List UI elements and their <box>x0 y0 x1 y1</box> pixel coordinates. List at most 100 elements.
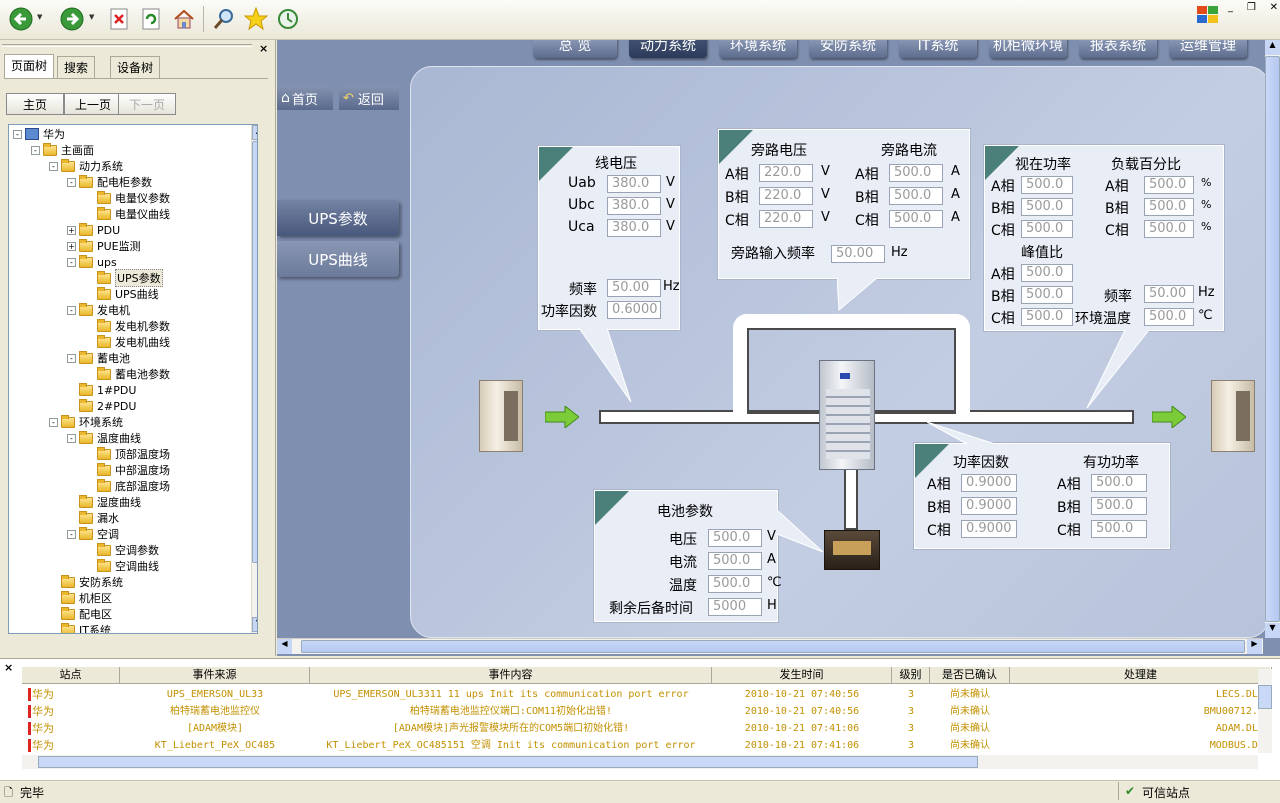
tree-expand-icon[interactable]: - <box>67 305 76 315</box>
home-button[interactable]: ⌂首页 <box>277 86 333 110</box>
home-page-button[interactable]: 主页 <box>6 93 64 115</box>
tree-item[interactable]: -发电机 <box>67 302 130 318</box>
tree-item[interactable]: 发电机曲线 <box>85 334 170 350</box>
search-icon[interactable] <box>211 6 237 32</box>
nav-tab[interactable]: IT系统 <box>899 40 977 58</box>
nav-tab[interactable]: 运维管理 <box>1169 40 1247 58</box>
tree-item[interactable]: -华为 <box>13 126 65 142</box>
tree-item[interactable]: 1#PDU <box>67 382 136 398</box>
tree-expand-icon[interactable]: - <box>67 529 76 539</box>
tree-item-label: 配电区 <box>79 608 112 621</box>
nav-tab[interactable]: 安防系统 <box>809 40 887 58</box>
nav-tab[interactable]: 动力系统 <box>629 40 707 58</box>
tree-expand-icon[interactable]: - <box>67 353 76 363</box>
tree-item[interactable]: -ups <box>67 254 117 270</box>
event-cell: 尚未确认 <box>950 706 990 717</box>
tree-item-label: 动力系统 <box>79 160 123 173</box>
tree-expand-icon[interactable]: + <box>67 241 76 251</box>
tree-item[interactable]: 空调参数 <box>85 542 159 558</box>
tree-item[interactable]: 配电区 <box>49 606 112 622</box>
tree-item[interactable]: 电量仪曲线 <box>85 206 170 222</box>
tree-item[interactable]: 发电机参数 <box>85 318 170 334</box>
tree-item[interactable]: 顶部温度场 <box>85 446 170 462</box>
close-icon[interactable]: ✕ <box>1269 2 1278 13</box>
event-column-header[interactable]: 事件内容 <box>310 667 712 684</box>
event-row[interactable]: 华为柏特瑞蓄电池监控仪柏特瑞蓄电池监控仪端口:COM11初始化出错!2010-1… <box>22 703 1270 720</box>
nav-tab[interactable]: 环境系统 <box>719 40 797 58</box>
tree-item[interactable]: 电量仪参数 <box>85 190 170 206</box>
tree-item-label: 空调 <box>97 528 119 541</box>
tree-expand-icon[interactable]: - <box>49 161 58 171</box>
event-column-header[interactable]: 事件来源 <box>120 667 310 684</box>
events-vscrollbar[interactable] <box>1258 669 1272 753</box>
tree-expand-icon[interactable]: + <box>67 225 76 235</box>
main-vscrollbar[interactable]: ▲ ▼ <box>1265 40 1280 638</box>
battery-param-label: 剩余后备时间 <box>609 601 693 617</box>
tree-item[interactable]: -配电柜参数 <box>67 174 152 190</box>
tree-item[interactable]: 2#PDU <box>67 398 136 414</box>
tab-device-tree[interactable]: 设备树 <box>110 56 161 78</box>
tree-expand-icon[interactable]: - <box>67 257 76 267</box>
bypass-voltage-unit: V <box>821 187 830 202</box>
events-hscrollbar[interactable] <box>22 755 1258 769</box>
tree-item[interactable]: -蓄电池 <box>67 350 130 366</box>
next-page-button[interactable]: 下一页 <box>118 93 176 115</box>
favorites-star-icon[interactable] <box>243 6 269 32</box>
prev-page-button[interactable]: 上一页 <box>64 93 122 115</box>
close-events-icon[interactable]: × <box>4 661 14 674</box>
tree-item[interactable]: -主画面 <box>31 142 94 158</box>
tree-item[interactable]: -环境系统 <box>49 414 123 430</box>
nav-tab[interactable]: 机柜微环境 <box>989 40 1067 58</box>
ups-params-button[interactable]: UPS参数 <box>277 200 399 236</box>
tree-expand-icon[interactable]: - <box>67 433 76 443</box>
tree-item[interactable]: - 空调 <box>67 526 119 542</box>
tree-item[interactable]: +PDU <box>67 222 120 238</box>
tree-item[interactable]: 漏水 <box>67 510 119 526</box>
nav-tab[interactable]: 报表系统 <box>1079 40 1157 58</box>
tree-item[interactable]: UPS曲线 <box>85 286 159 302</box>
refresh-icon[interactable] <box>139 6 165 32</box>
back-icon[interactable] <box>8 6 34 32</box>
tree-expand-icon[interactable]: - <box>49 417 58 427</box>
tree-item[interactable]: 湿度曲线 <box>67 494 141 510</box>
tree-item[interactable]: 机柜区 <box>49 590 112 606</box>
restore-icon[interactable]: ❐ <box>1246 2 1256 13</box>
tree-expand-icon[interactable]: - <box>67 177 76 187</box>
ups-curve-button[interactable]: UPS曲线 <box>277 241 399 277</box>
back-dropdown-icon[interactable]: ▼ <box>37 13 43 21</box>
event-column-header[interactable]: 是否已确认 <box>930 667 1010 684</box>
home-icon[interactable] <box>171 6 197 32</box>
tree-item[interactable]: +PUE监测 <box>67 238 141 254</box>
event-row[interactable]: 华为[ADAM模块][ADAM模块]声光报警模块所在的COM5端口初始化错!20… <box>22 720 1270 737</box>
event-column-header[interactable]: 发生时间 <box>712 667 892 684</box>
event-cell: 华为 <box>32 705 54 718</box>
nav-tab[interactable]: 总 览 <box>533 40 617 58</box>
tree-expand-icon[interactable]: - <box>31 145 40 155</box>
tree-item[interactable]: 底部温度场 <box>85 478 170 494</box>
tree-expand-icon[interactable]: - <box>13 129 22 139</box>
tree-item[interactable]: 空调曲线 <box>85 558 159 574</box>
forward-dropdown-icon[interactable]: ▼ <box>89 13 95 21</box>
close-panel-icon[interactable]: × <box>259 42 269 55</box>
tree-item[interactable]: 中部温度场 <box>85 462 170 478</box>
tree-item[interactable]: UPS参数 <box>85 269 163 287</box>
tree-scrollbar[interactable]: ▲ ▼ <box>251 125 257 633</box>
event-column-header[interactable]: 站点 <box>22 667 120 684</box>
stop-icon[interactable] <box>107 6 133 32</box>
tree-item[interactable]: 蓄电池参数 <box>85 366 170 382</box>
event-column-header[interactable]: 级别 <box>892 667 930 684</box>
forward-icon[interactable] <box>59 6 85 32</box>
minimize-icon[interactable]: _ <box>1228 2 1233 13</box>
tree-item[interactable]: 安防系统 <box>49 574 123 590</box>
event-column-header[interactable]: 处理建 <box>1010 667 1272 684</box>
back-button[interactable]: ↶返回 <box>339 86 399 110</box>
tree-item[interactable]: -温度曲线 <box>67 430 141 446</box>
tab-search[interactable]: 搜索 <box>57 56 96 78</box>
tree-item[interactable]: IT系统 <box>49 622 111 633</box>
tree-item[interactable]: - 动力系统 <box>49 158 123 174</box>
tab-page-tree[interactable]: 页面树 <box>4 54 55 78</box>
main-hscrollbar[interactable]: ◀ ▶ <box>277 638 1263 654</box>
history-icon[interactable] <box>275 6 301 32</box>
